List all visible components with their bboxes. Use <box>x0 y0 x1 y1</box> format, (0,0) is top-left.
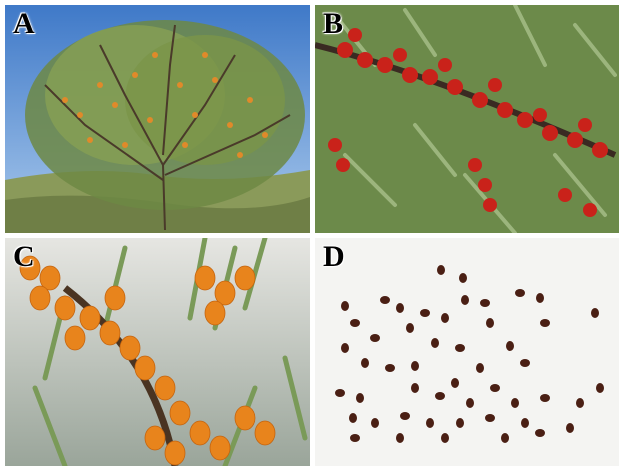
panel-c-orange-berries: C <box>5 238 310 466</box>
panel-d-seeds: D <box>315 238 619 466</box>
red-berries-photo <box>315 5 619 233</box>
panel-label-d: D <box>323 240 345 273</box>
panel-label-a: A <box>13 7 35 40</box>
orange-berries-photo <box>5 238 310 466</box>
panel-label-b: B <box>323 7 344 40</box>
seeds-photo <box>315 238 619 466</box>
shrub-photo <box>5 5 310 233</box>
panel-label-c: C <box>13 240 35 273</box>
panel-b-red-berries: B <box>315 5 619 233</box>
panel-a-shrub: A <box>5 5 310 233</box>
